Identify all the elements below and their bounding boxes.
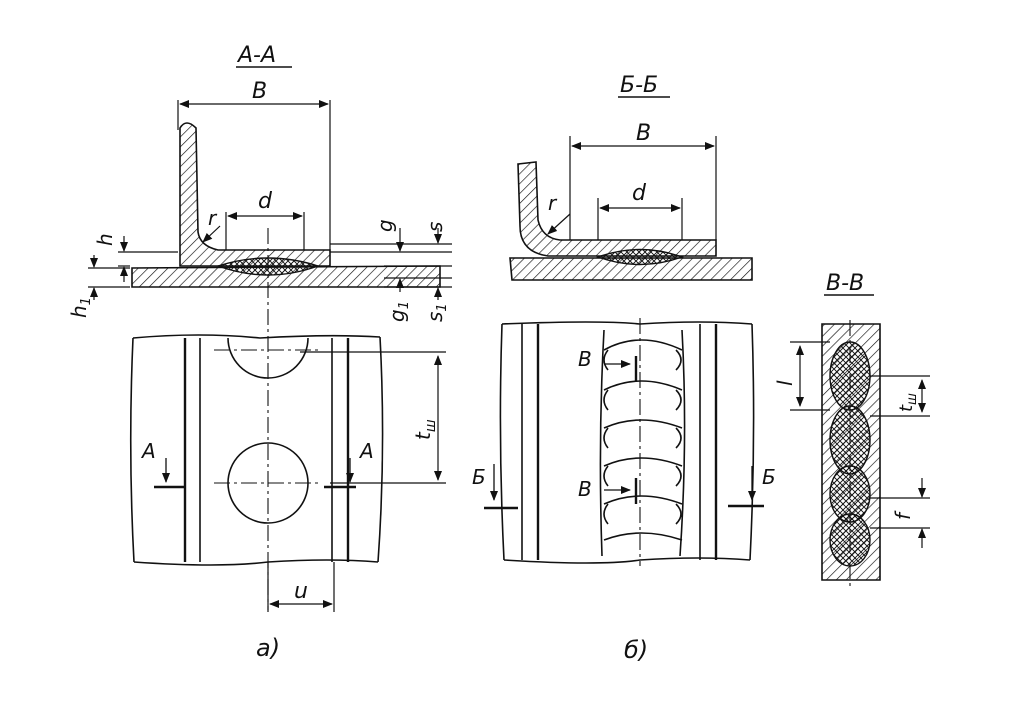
plan-view-a [129, 334, 384, 566]
svg-text:В: В [578, 347, 592, 371]
dimension-tsh-a: tш [300, 351, 446, 484]
angle-bent-leg [517, 161, 717, 257]
dimension-label-l: l [773, 380, 797, 386]
dimension-label-b: B [252, 79, 267, 104]
dimension-d-a: d [225, 189, 305, 250]
plan-view-b [499, 318, 755, 566]
weld-nugget-b [595, 248, 685, 266]
section-title-bb: Б-Б [620, 73, 658, 98]
dimension-h1: h1 [67, 255, 130, 318]
cut-mark-b-right: Б [728, 465, 776, 508]
svg-text:В: В [578, 477, 592, 501]
radius-label-r: r [208, 206, 218, 230]
dimension-label-d: d [258, 189, 273, 214]
dimension-label-u: u [294, 579, 308, 604]
dimension-f: f [870, 478, 930, 548]
dimension-label-h: h [93, 233, 117, 246]
dimension-label-s1: s1 [423, 303, 450, 322]
dimension-label-b-b: B [636, 121, 651, 146]
section-title-aa: А-А [236, 43, 276, 68]
dimension-u: u [267, 562, 335, 612]
cut-mark-a-left: A [140, 439, 186, 489]
dimension-label-tsh-v: tш [896, 393, 920, 412]
dimension-label-tsh-a: tш [411, 419, 439, 440]
dimension-label-f: f [891, 510, 915, 520]
dimension-label-g1: g1 [385, 301, 412, 322]
figure-a: А-А B d r [67, 43, 452, 662]
dimension-b-a: B [177, 79, 331, 252]
svg-text:A: A [358, 439, 374, 463]
section-vv: В-В l tш f [773, 271, 930, 586]
cut-mark-a-right: A [324, 439, 374, 489]
dimension-tsh-v: tш [870, 375, 930, 417]
dimension-label-s: s [423, 222, 447, 232]
angle-vertical-leg [179, 122, 331, 267]
seam-outline [599, 329, 686, 557]
weld-spot-top [227, 337, 309, 379]
svg-text:A: A [140, 439, 156, 463]
dimension-d-b: d [597, 181, 683, 240]
caption-a: а) [256, 634, 280, 662]
dimension-g-s: g s g1 s1 [330, 219, 452, 322]
caption-b: б) [624, 636, 648, 664]
svg-text:Б: Б [472, 465, 486, 489]
cut-mark-v-bottom: В [578, 477, 638, 504]
radius-r-b: r [547, 191, 571, 235]
svg-text:Б: Б [762, 465, 776, 489]
dimension-b-b: B [569, 121, 717, 240]
dimension-h: h [93, 233, 178, 282]
figure-b: Б-Б B d r [472, 73, 776, 664]
cut-mark-v-top: В [578, 347, 638, 382]
dimension-label-g: g [373, 219, 397, 232]
cut-mark-b-left: Б [472, 464, 518, 510]
dimension-label-h1: h1 [67, 297, 94, 318]
section-title-vv: В-В [826, 271, 864, 296]
dimension-l: l [773, 341, 830, 411]
radius-label-r-b: r [548, 191, 558, 215]
dimension-label-d-b: d [632, 181, 647, 206]
radius-r-a: r [202, 206, 221, 243]
